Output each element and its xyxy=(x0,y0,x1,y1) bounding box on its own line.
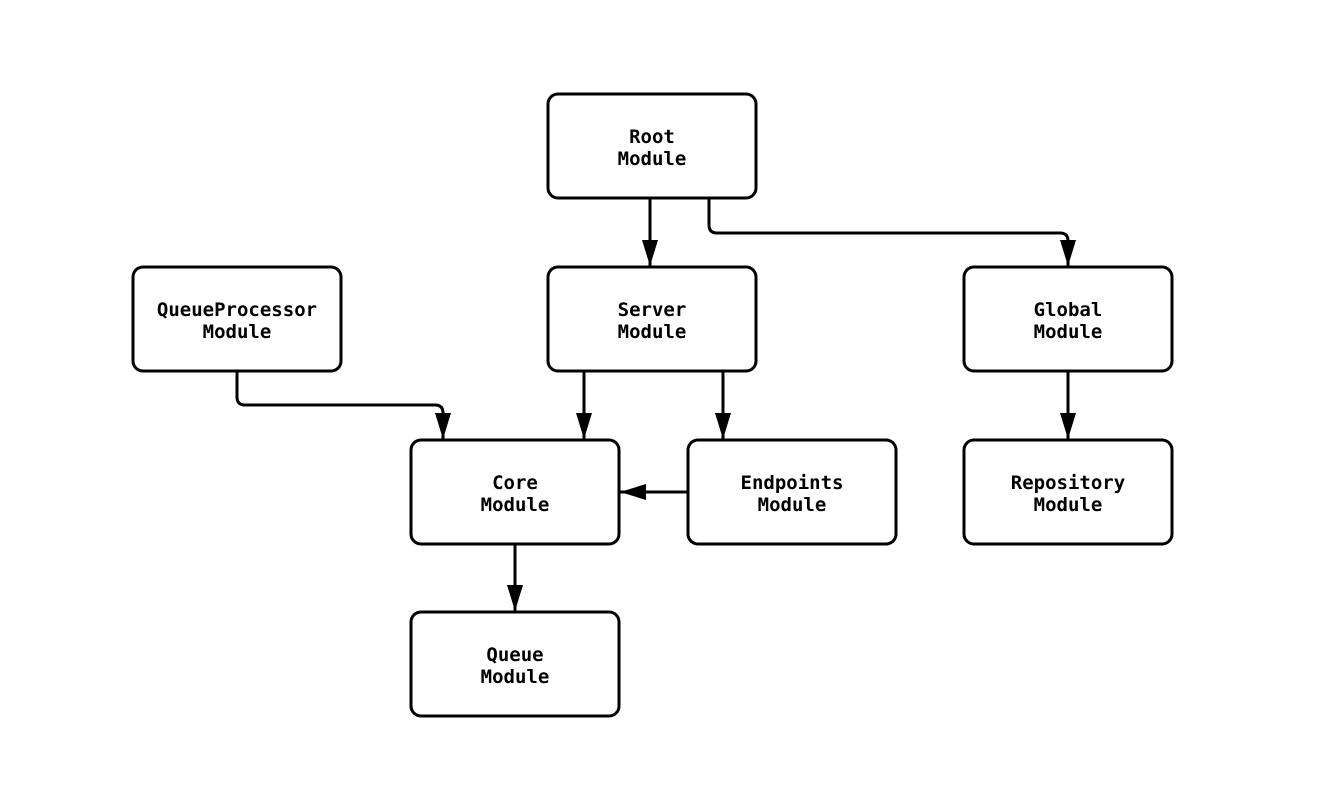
node-queueprocessor-module: QueueProcessor Module xyxy=(131,265,343,373)
node-repository-label-line2: Module xyxy=(1034,494,1103,516)
node-repository-module: Repository Module xyxy=(962,438,1174,546)
edge-queueprocessor-to-core xyxy=(235,371,451,439)
node-global-label-line1: Global xyxy=(1034,299,1103,321)
node-root-label-line2: Module xyxy=(618,148,687,170)
node-core-label-line2: Module xyxy=(481,494,550,516)
node-repository-label-line1: Repository xyxy=(1011,472,1125,494)
node-repository-box xyxy=(962,438,1174,546)
node-root-module: Root Module xyxy=(546,92,758,200)
node-queue-label-line2: Module xyxy=(481,666,550,688)
node-queue-label-line1: Queue xyxy=(486,644,543,666)
node-global-box xyxy=(962,265,1174,373)
node-layer: Root Module QueueProcessor Module Server… xyxy=(131,92,1174,718)
node-endpoints-label-line1: Endpoints xyxy=(741,472,844,494)
node-endpoints-label-line2: Module xyxy=(758,494,827,516)
edge-layer xyxy=(235,198,1076,611)
node-endpoints-module: Endpoints Module xyxy=(686,438,898,546)
node-root-box xyxy=(546,92,758,200)
node-core-module: Core Module xyxy=(409,438,621,546)
node-endpoints-box xyxy=(686,438,898,546)
node-server-label-line1: Server xyxy=(618,299,687,321)
edge-root-to-global xyxy=(707,198,1076,266)
node-server-box xyxy=(546,265,758,373)
node-queueprocessor-label-line1: QueueProcessor xyxy=(157,299,317,321)
node-queue-box xyxy=(409,610,621,718)
node-core-box xyxy=(409,438,621,546)
node-global-label-line2: Module xyxy=(1034,321,1103,343)
node-queue-module: Queue Module xyxy=(409,610,621,718)
node-root-label-line1: Root xyxy=(629,126,675,148)
node-queueprocessor-box xyxy=(131,265,343,373)
node-global-module: Global Module xyxy=(962,265,1174,373)
node-server-module: Server Module xyxy=(546,265,758,373)
node-core-label-line1: Core xyxy=(492,472,538,494)
node-queueprocessor-label-line2: Module xyxy=(203,321,272,343)
node-server-label-line2: Module xyxy=(618,321,687,343)
